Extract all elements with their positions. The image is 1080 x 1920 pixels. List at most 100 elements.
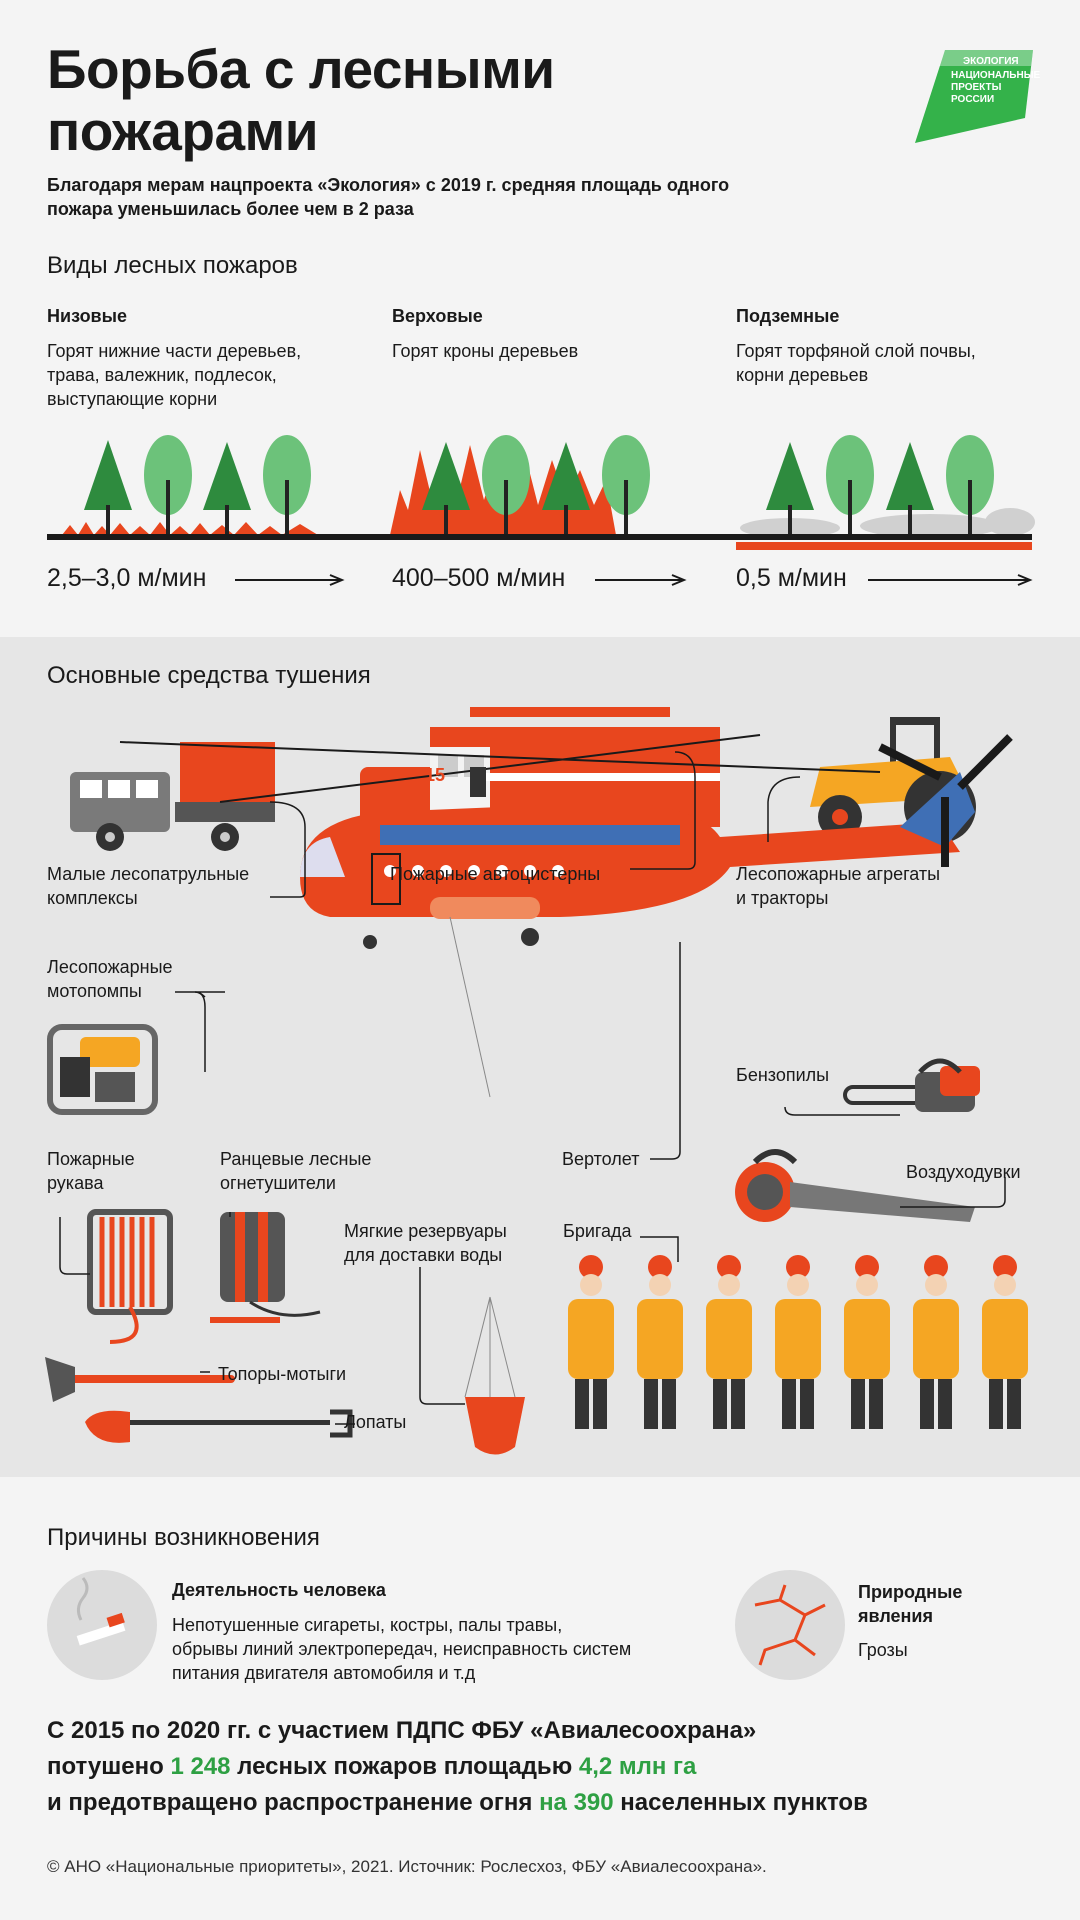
backpack-extinguisher-icon bbox=[210, 1212, 321, 1323]
label-line: рукава bbox=[47, 1173, 104, 1193]
speed-arrows bbox=[235, 574, 1033, 586]
page-title: Борьба с лесными пожарами bbox=[47, 38, 555, 162]
label-brigade: Бригада bbox=[563, 1221, 632, 1241]
label-pump: Лесопожарные мотопомпы bbox=[47, 955, 173, 1003]
stats-line-2: потушено 1 248 лесных пожаров площадью 4… bbox=[47, 1749, 868, 1785]
label-line: мотопомпы bbox=[47, 981, 142, 1001]
label-line: Пожарные bbox=[47, 1149, 135, 1169]
speed-underground: 0,5 м/мин bbox=[736, 564, 847, 592]
title-line-2: пожарами bbox=[47, 100, 319, 162]
stats-text: потушено bbox=[47, 1753, 171, 1780]
logo-line-1: НАЦИОНАЛЬНЫЕ bbox=[951, 70, 1041, 81]
stats-line-3: и предотвращено распространение огня на … bbox=[47, 1785, 868, 1821]
leaf-blower-icon bbox=[735, 1149, 975, 1222]
fire-type-crown: Верховые Горят кроны деревьев bbox=[392, 306, 702, 363]
label-line: и тракторы bbox=[736, 888, 829, 908]
motor-pump-icon bbox=[47, 1024, 158, 1115]
fire-type-desc-line: выступающие корни bbox=[47, 389, 218, 409]
cause-line: Непотушенные сигареты, костры, палы трав… bbox=[172, 1615, 563, 1635]
fire-type-name: Верховые bbox=[392, 306, 483, 326]
fire-type-desc-line: трава, валежник, подлесок, bbox=[47, 365, 277, 385]
label-helicopter: Вертолет bbox=[562, 1149, 640, 1169]
label-axe: Топоры-мотыги bbox=[218, 1364, 347, 1384]
stats-text: лесных пожаров площадью bbox=[230, 1753, 579, 1780]
means-title: Основные средства тушения bbox=[47, 662, 371, 689]
tree-icons-underground bbox=[766, 435, 994, 535]
label-line: огнетушители bbox=[220, 1173, 336, 1193]
label-chainsaw: Бензопилы bbox=[736, 1065, 830, 1085]
label-shovel: Лопаты bbox=[344, 1412, 407, 1432]
tree-icons-crown bbox=[422, 435, 650, 535]
label-reservoir: Мягкие резервуары для доставки воды bbox=[344, 1219, 507, 1267]
label-line: Мягкие резервуары bbox=[344, 1221, 507, 1241]
label-tanker: Пожарные автоцистерны bbox=[390, 864, 601, 884]
cause-human: Деятельность человека Непотушенные сигар… bbox=[172, 1580, 732, 1685]
stats-block: С 2015 по 2020 гг. с участием ПДПС ФБУ «… bbox=[47, 1713, 868, 1821]
shovel-icon bbox=[85, 1409, 353, 1443]
speed-ground: 2,5–3,0 м/мин bbox=[47, 564, 207, 592]
fire-type-desc-line: Горят кроны деревьев bbox=[392, 341, 579, 361]
lead-line-2: пожара уменьшилась более чем в 2 раза bbox=[47, 199, 414, 219]
stats-text: населенных пунктов bbox=[613, 1789, 868, 1816]
fire-type-name: Подземные bbox=[736, 306, 840, 326]
label-line: Ранцевые лесные bbox=[220, 1149, 372, 1169]
logo-flag-icon bbox=[915, 50, 1033, 143]
label-line: комплексы bbox=[47, 888, 138, 908]
means-illustration bbox=[45, 707, 1028, 1455]
brigade-icon bbox=[568, 1255, 1028, 1429]
stats-highlight: 4,2 млн га bbox=[578, 1753, 697, 1780]
fire-type-desc-line: Горят нижние части деревьев, bbox=[47, 341, 302, 361]
label-line: Лесопожарные bbox=[47, 957, 173, 977]
fire-type-underground: Подземные Горят торфяной слой почвы, кор… bbox=[736, 306, 1046, 387]
lead-line-1: Благодаря мерам нацпроекта «Экология» с … bbox=[47, 175, 730, 195]
stats-text: и предотвращено распространение огня bbox=[47, 1789, 540, 1816]
tree-icons-ground bbox=[84, 435, 311, 535]
causes-title: Причины возникновения bbox=[47, 1524, 320, 1551]
arrow-right-icon bbox=[235, 574, 345, 586]
cigarette-icon bbox=[47, 1570, 157, 1680]
label-line: для доставки воды bbox=[344, 1245, 503, 1265]
fire-type-ground: Низовые Горят нижние части деревьев, тра… bbox=[47, 306, 357, 411]
peat-layer-fire bbox=[736, 542, 1032, 550]
cause-line: питания двигателя автомобиля и т.д bbox=[172, 1663, 476, 1683]
stats-highlight: на 390 bbox=[539, 1789, 614, 1816]
helicopter-icon bbox=[119, 734, 1013, 1098]
fire-hose-icon bbox=[87, 1209, 173, 1344]
stats-highlight: 1 248 bbox=[170, 1753, 231, 1780]
arrow-right-icon bbox=[868, 574, 1033, 586]
axe-icon bbox=[45, 1357, 235, 1402]
stats-line-1: С 2015 по 2020 гг. с участием ПДПС ФБУ «… bbox=[47, 1717, 757, 1744]
cause-human-title: Деятельность человека bbox=[172, 1580, 386, 1600]
ground-fire-flames-icon bbox=[62, 522, 320, 535]
label-backpack: Ранцевые лесные огнетушители bbox=[220, 1147, 371, 1195]
label-patrol: Малые лесопатрульные комплексы bbox=[47, 862, 249, 910]
label-tractor: Лесопожарные агрегаты и тракторы bbox=[736, 862, 940, 910]
label-line: Лесопожарные агрегаты bbox=[736, 864, 941, 884]
cause-nature-text: Грозы bbox=[858, 1640, 908, 1660]
cause-nature-title: Природные bbox=[858, 1582, 963, 1602]
logo-line-2: ПРОЕКТЫ bbox=[951, 82, 1002, 93]
logo-line-3: РОССИИ bbox=[951, 94, 995, 105]
fire-types-title: Виды лесных пожаров bbox=[47, 252, 298, 279]
arrow-right-icon bbox=[595, 574, 687, 586]
fire-type-desc-line: корни деревьев bbox=[736, 365, 869, 385]
label-blower: Воздуходувки bbox=[906, 1162, 1021, 1182]
cause-line: обрывы линий электропередач, неисправнос… bbox=[172, 1639, 632, 1659]
fire-type-desc-line: Горят торфяной слой почвы, bbox=[736, 341, 976, 361]
ground-line bbox=[47, 534, 1032, 540]
fire-types-illustration bbox=[47, 435, 1035, 550]
cause-nature: Природные явления Грозы bbox=[858, 1580, 962, 1662]
footer-source: © АНО «Национальные приоритеты», 2021. И… bbox=[47, 1857, 767, 1876]
patrol-truck-icon bbox=[70, 742, 275, 851]
water-bucket-icon bbox=[464, 1296, 525, 1455]
lead-text: Благодаря мерам нацпроекта «Экология» с … bbox=[47, 173, 729, 221]
lightning-icon bbox=[735, 1570, 845, 1680]
leader-lines bbox=[59, 751, 1006, 1425]
title-line-1: Борьба с лесными bbox=[47, 38, 555, 100]
speed-crown: 400–500 м/мин bbox=[392, 564, 566, 592]
cause-nature-title: явления bbox=[858, 1606, 933, 1626]
project-logo: ЭКОЛОГИЯ НАЦИОНАЛЬНЫЕ ПРОЕКТЫ РОССИИ bbox=[915, 48, 1040, 144]
chainsaw-icon bbox=[843, 1058, 980, 1112]
label-hose: Пожарные рукава bbox=[47, 1147, 135, 1195]
label-line: Малые лесопатрульные bbox=[47, 864, 250, 884]
